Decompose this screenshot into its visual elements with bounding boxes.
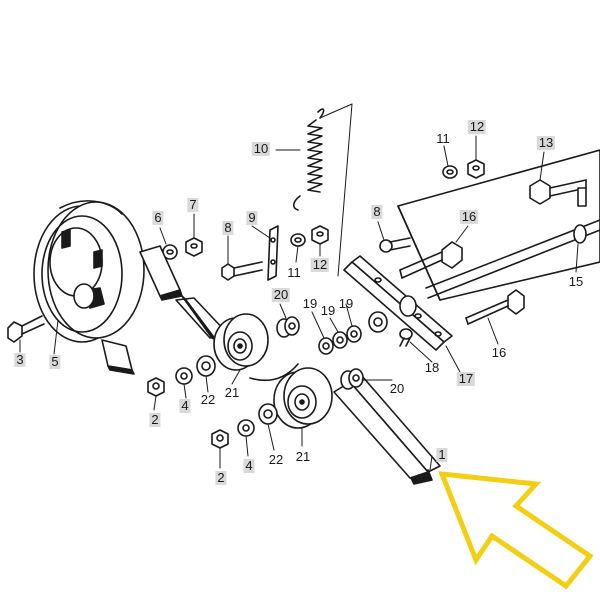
callout-21: 21	[224, 385, 240, 400]
callout-19: 19	[320, 303, 336, 318]
callout-8: 8	[222, 220, 234, 235]
callout-8: 8	[371, 204, 383, 219]
callout-17: 17	[456, 371, 476, 386]
callout-13: 13	[536, 135, 556, 150]
bolt-16-upper	[399, 241, 463, 279]
callout-10: 10	[251, 141, 271, 156]
washer-11-upper	[442, 165, 458, 179]
callout-21: 21	[295, 449, 311, 464]
drive-pulley-5	[33, 200, 145, 343]
bolt-8-right	[379, 237, 411, 253]
callout-4: 4	[179, 398, 191, 413]
highlight-arrow-icon	[438, 471, 594, 590]
bolt-18	[399, 328, 413, 347]
callout-7: 7	[187, 197, 199, 212]
spacer-20-lower	[340, 368, 364, 390]
callout-3: 3	[14, 352, 26, 367]
callout-15: 15	[568, 274, 584, 289]
callout-2: 2	[215, 470, 227, 485]
drive-belt-1	[101, 245, 441, 485]
callout-18: 18	[424, 360, 440, 375]
bolt-13	[529, 179, 587, 205]
nut-2-upper	[147, 377, 165, 397]
callout-16: 16	[491, 345, 507, 360]
idler-pulley-21-upper	[213, 313, 269, 371]
callout-1: 1	[436, 447, 448, 462]
spacer-20-upper	[276, 316, 300, 338]
callout-19: 19	[302, 296, 318, 311]
callout-20: 20	[271, 287, 291, 302]
callout-11: 11	[436, 131, 450, 146]
callout-11: 11	[287, 265, 301, 280]
nut-2-lower	[211, 429, 229, 449]
callout-22: 22	[268, 452, 284, 467]
callout-19: 19	[338, 296, 354, 311]
washer-6	[162, 244, 178, 260]
callout-6: 6	[152, 210, 164, 225]
spring-10	[292, 108, 325, 211]
tensioner-bracket	[343, 255, 453, 351]
callout-12: 12	[310, 257, 330, 272]
nut-12-middle	[311, 225, 329, 245]
callout-20: 20	[389, 381, 405, 396]
idler-pulley-21-lower	[273, 367, 333, 429]
idler-arm-9	[267, 225, 279, 281]
callout-22: 22	[200, 392, 216, 407]
rod-15	[425, 187, 600, 299]
bolt-3	[7, 315, 45, 343]
bolt-16-lower	[465, 289, 525, 325]
callout-2: 2	[149, 412, 161, 427]
callout-4: 4	[243, 458, 255, 473]
callout-12: 12	[467, 119, 487, 134]
washers-19	[318, 311, 388, 355]
callout-16: 16	[459, 209, 479, 224]
callout-5: 5	[49, 354, 61, 369]
callout-9: 9	[246, 210, 258, 225]
